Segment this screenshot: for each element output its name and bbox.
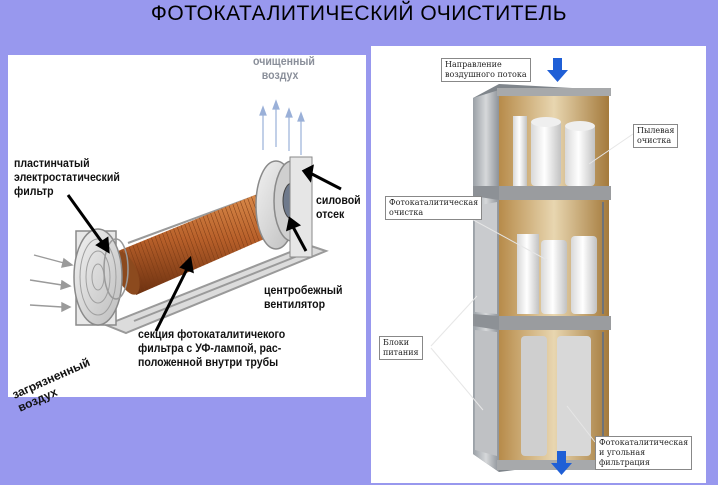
filter-label-line1: пластинчатый <box>14 156 90 170</box>
carbon-callout-line3: фильтрация <box>599 458 650 467</box>
power-callout-line2: питания <box>383 348 419 357</box>
purifier-drawing <box>29 99 342 335</box>
airflow-arrows <box>547 58 572 475</box>
filter-label-line3: фильтр <box>14 184 54 198</box>
carbon-callout-line1: Фотокаталитическая <box>599 438 689 447</box>
filter-label-line2: электростатический <box>14 170 120 184</box>
power-label-line2: отсек <box>316 207 345 221</box>
power-callout-line1: Блоки <box>383 338 410 347</box>
page-title: ФОТОКАТАЛИТИЧЕСКИЙ ОЧИСТИТЕЛЬ <box>150 2 568 25</box>
photocat-callout-line2: очистка <box>389 208 424 217</box>
purifier-diagram: очищенный воздух пластинчатый электроста… <box>8 54 366 415</box>
photocatalytic-callout: Фотокаталитическая очистка <box>385 196 483 220</box>
airflow-callout-line2: воздушного потока <box>445 70 527 79</box>
fan-label-line1: центробежный <box>264 283 343 297</box>
electrostatic-filter <box>73 228 129 326</box>
cabinet-drawing <box>430 58 634 475</box>
carbon-filter-callout: Фотокаталитическая и угольная фильтрация <box>595 436 693 470</box>
power-label-line1: силовой <box>316 193 361 207</box>
airflow-callout-line1: Направление <box>445 60 502 69</box>
dust-callout-line1: Пылевая <box>637 126 675 135</box>
photocatalytic-section-label: секция фотокаталитичекого фильтра с УФ-л… <box>138 327 285 369</box>
clean-air-label: очищенный воздух <box>253 54 315 82</box>
fan-label: центробежный вентилятор <box>264 283 342 311</box>
section-label-line1: секция фотокаталитичекого <box>138 327 286 341</box>
airflow-callout: Направление воздушного потока <box>441 58 531 82</box>
clean-air-label-line2: воздух <box>261 68 299 82</box>
section-label-line2: фильтра с УФ-лампой, рас- <box>138 341 282 355</box>
photocat-callout-line1: Фотокаталитическая <box>389 198 479 207</box>
dust-filter-cylinders <box>513 116 595 186</box>
fan-label-line2: вентилятор <box>264 297 326 311</box>
dust-callout-line2: очистка <box>637 136 672 145</box>
dust-filter-callout: Пылевая очистка <box>633 124 679 148</box>
electrostatic-filter-label: пластинчатый электростатический фильтр <box>14 156 120 198</box>
purifier-photo: Направление воздушного потока Пылевая оч… <box>371 46 706 483</box>
photocatalytic-cylinders <box>517 234 597 314</box>
power-section <box>255 156 313 258</box>
clean-air-arrows <box>259 99 305 155</box>
uv-tube <box>114 193 278 295</box>
section-label-line3: положенной внутри трубы <box>138 355 279 369</box>
power-units-callout: Блоки питания <box>379 336 423 360</box>
base-frame <box>103 194 329 335</box>
carbon-callout-line2: и угольная <box>599 448 646 457</box>
clean-air-label-line1: очищенный <box>253 54 315 68</box>
power-section-label: силовой отсек <box>316 193 361 221</box>
pointer-arrows <box>66 164 342 332</box>
dirty-air-arrows <box>29 254 74 313</box>
